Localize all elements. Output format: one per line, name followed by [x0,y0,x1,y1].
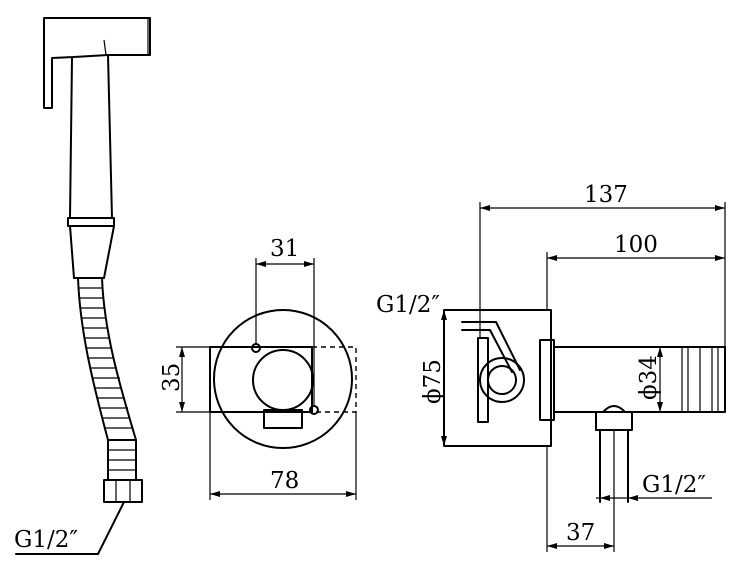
wall-flange-side [443,309,552,447]
dimension-31-label: 31 [270,236,299,262]
dimension-100-label: 100 [614,232,658,258]
dimension-100 [546,252,725,310]
spray-handle [67,54,115,279]
dimension-78 [209,412,357,500]
dimension-phi75-label: ϕ75 [420,359,446,404]
hidden-body-outline [311,346,357,413]
holder-end-grooves [681,347,719,412]
dimension-35-label: 35 [159,363,185,392]
dimension-31 [255,258,315,406]
valve-body-outline [209,346,313,413]
hand-spray-thread-label: G1/2″ [14,527,78,553]
inlet-ring-outer [479,357,525,403]
inlet-elbow-pipe [461,321,521,371]
inlet-thread-label: G1/2″ [376,292,440,318]
front-view: 31 35 78 [159,236,357,500]
outlet-thread-dimension [596,495,712,501]
dimension-137 [479,202,726,347]
dimension-78-label: 78 [270,468,299,494]
dimension-phi34 [657,347,663,412]
dimension-phi75 [441,310,447,446]
dimension-phi34-label: ϕ34 [636,355,662,400]
hand-thread-leader [15,501,125,555]
spray-holder-body [553,346,726,413]
dimension-37 [546,430,615,552]
outlet-nut [263,409,303,429]
hand-spray-view: G1/2″ [14,17,151,555]
inlet-elbow-pipe-inner [461,329,513,373]
spray-head [43,17,151,109]
wall-flange-circle [213,309,353,449]
side-view: 137 100 G1/2″ ϕ75 ϕ34 [376,182,726,552]
dimension-35 [176,346,210,413]
outlet-thread-label: G1/2″ [642,472,706,498]
dimension-37-label: 37 [566,520,595,546]
dimension-137-label: 137 [584,182,628,208]
inlet-ring-inner [487,365,517,395]
flexible-hose [77,277,143,503]
handle-circle [252,349,314,411]
